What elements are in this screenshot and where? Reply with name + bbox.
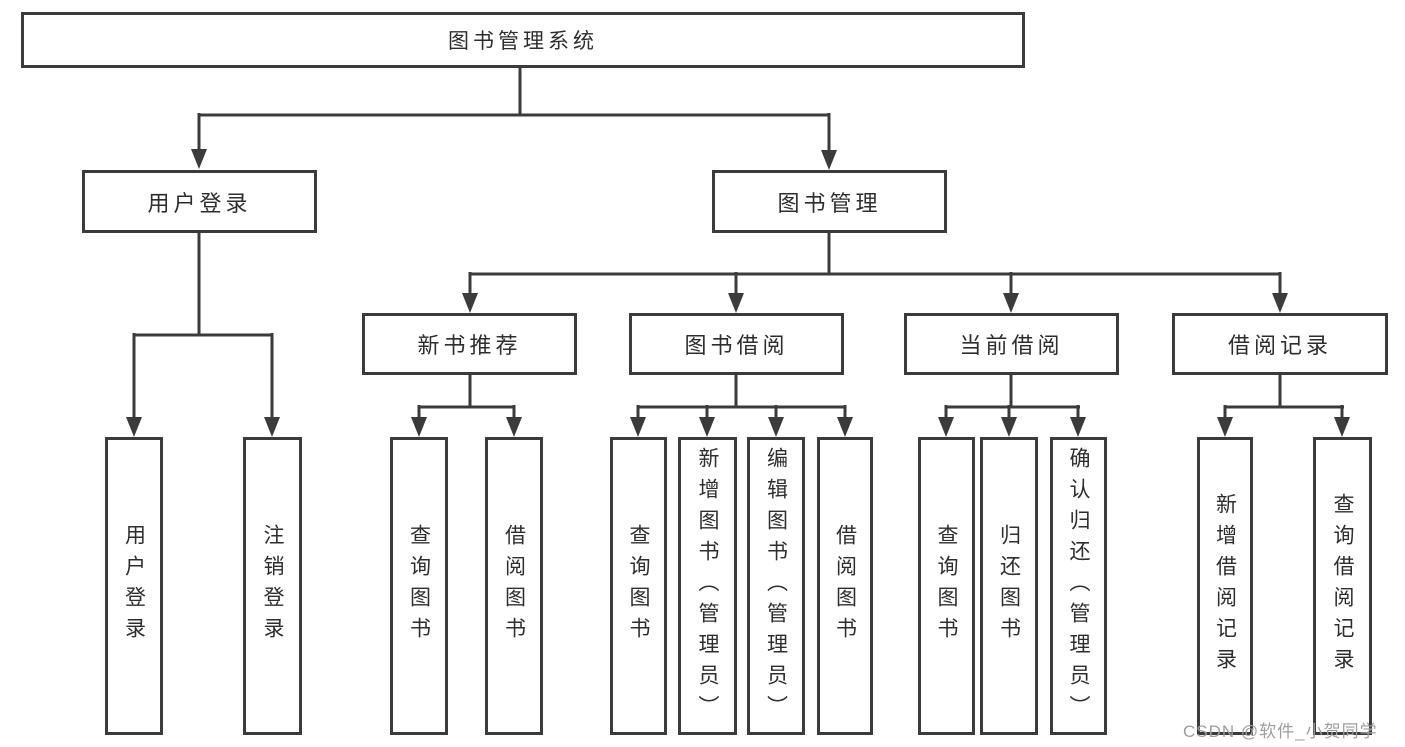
leaf-newbook-query-books-label: 查询图书	[407, 524, 431, 648]
leaf-records-add-record: 新增借阅记录	[1197, 437, 1253, 735]
leaf-logout: 注销登录	[243, 437, 302, 735]
leaf-borrowing-edit-books: 编辑图书（管理员）	[747, 437, 805, 735]
leaf-current-return-books-label: 归还图书	[997, 524, 1021, 648]
leaf-borrowing-query-books: 查询图书	[610, 437, 667, 735]
leaf-user-login: 用户登录	[105, 437, 163, 735]
node-current-borrowing: 当前借阅	[904, 313, 1119, 375]
leaf-current-query-books-label: 查询图书	[935, 524, 958, 648]
node-borrowing-records-label: 借阅记录	[1227, 333, 1332, 358]
leaf-borrowing-query-books-label: 查询图书	[627, 524, 650, 648]
node-root: 图书管理系统	[21, 12, 1025, 68]
node-book-borrowing: 图书借阅	[629, 313, 844, 375]
leaf-borrowing-edit-books-label: 编辑图书（管理员）	[764, 446, 788, 726]
leaf-borrowing-borrow-books-label: 借阅图书	[833, 524, 857, 648]
leaf-borrowing-add-books-label: 新增图书（管理员）	[696, 446, 719, 726]
leaf-newbook-query-books: 查询图书	[390, 437, 448, 735]
leaf-records-query-record-label: 查询借阅记录	[1331, 493, 1354, 679]
node-new-book-recommend-label: 新书推荐	[417, 333, 522, 358]
leaf-records-query-record: 查询借阅记录	[1313, 437, 1372, 735]
leaf-user-login-label: 用户登录	[122, 524, 146, 648]
leaf-current-confirm-return-label: 确认归还（管理员）	[1067, 446, 1090, 726]
node-new-book-recommend: 新书推荐	[362, 313, 577, 375]
node-borrowing-records: 借阅记录	[1172, 313, 1388, 375]
leaf-newbook-borrow-books: 借阅图书	[485, 437, 543, 735]
connector-lines	[132, 67, 1344, 419]
node-root-label: 图书管理系统	[448, 30, 598, 53]
csdn-watermark: CSDN @软件_小贺同学	[1183, 722, 1378, 741]
leaf-newbook-borrow-books-label: 借阅图书	[502, 524, 526, 648]
node-user-login: 用户登录	[82, 170, 317, 233]
leaf-current-query-books: 查询图书	[918, 437, 975, 735]
leaf-logout-label: 注销登录	[261, 524, 284, 648]
leaf-current-return-books: 归还图书	[980, 437, 1038, 735]
node-book-management: 图书管理	[712, 170, 947, 233]
leaf-current-confirm-return: 确认归还（管理员）	[1050, 437, 1107, 735]
leaf-borrowing-add-books: 新增图书（管理员）	[678, 437, 737, 735]
connector-arrowheads	[126, 149, 1350, 437]
node-user-login-label: 用户登录	[147, 190, 252, 216]
leaf-records-add-record-label: 新增借阅记录	[1213, 493, 1237, 679]
node-book-borrowing-label: 图书借阅	[684, 333, 789, 358]
node-current-borrowing-label: 当前借阅	[959, 333, 1064, 358]
node-book-management-label: 图书管理	[777, 190, 882, 216]
leaf-borrowing-borrow-books: 借阅图书	[817, 437, 873, 735]
